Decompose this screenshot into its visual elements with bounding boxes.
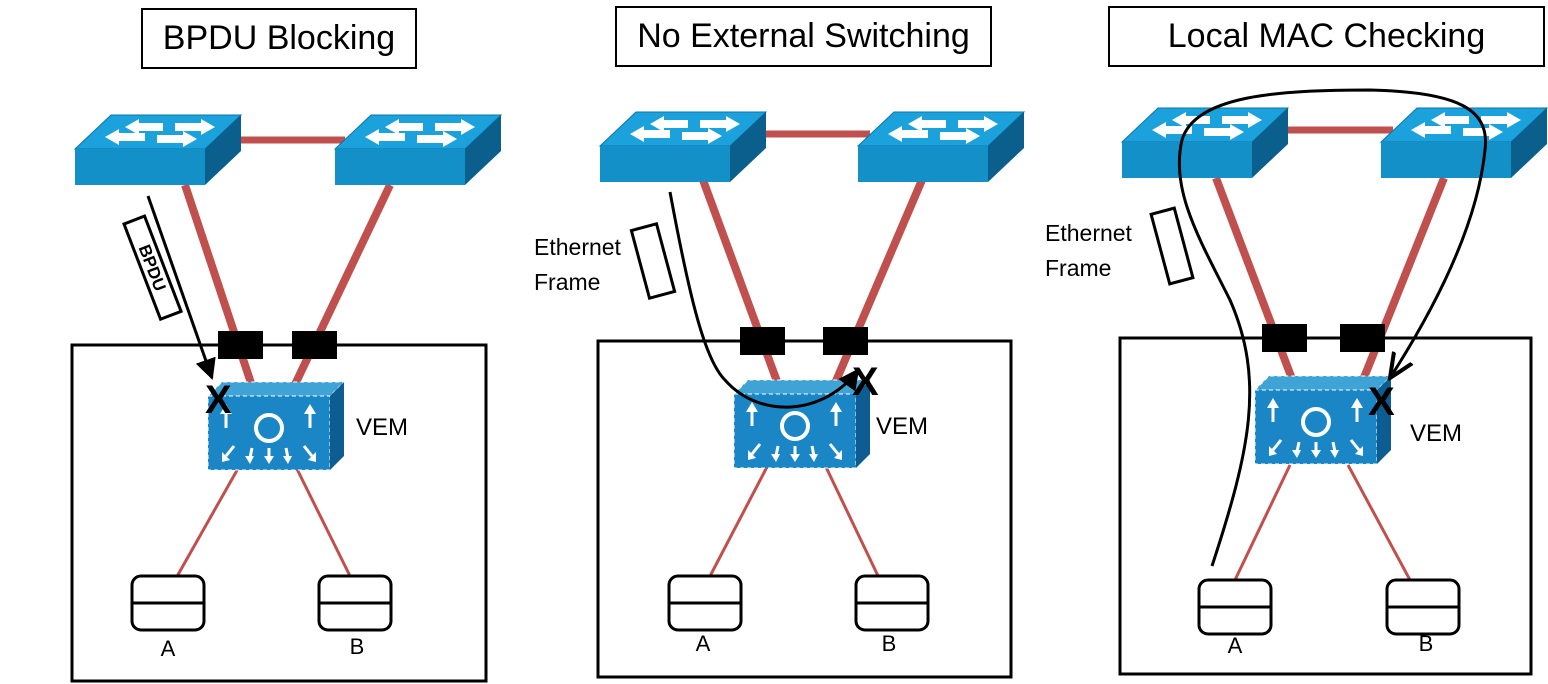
host-b-icon	[854, 574, 930, 632]
block-x-mark: X	[205, 378, 232, 422]
frame-path-arrow	[668, 191, 860, 409]
physical-switch-right-icon	[857, 111, 1025, 183]
vem-label: VEM	[1410, 420, 1462, 447]
uplink-port	[740, 327, 785, 355]
host-b-label: B	[350, 634, 365, 659]
server-box	[70, 343, 488, 683]
host-b-icon	[317, 574, 393, 632]
physical-switch-left-icon	[74, 114, 242, 186]
vem-label: VEM	[876, 413, 928, 440]
bpdu-arrow	[146, 195, 216, 380]
physical-switch-left-icon	[1121, 107, 1289, 179]
uplink-port	[292, 331, 337, 359]
ethernet-frame-icon	[1149, 206, 1195, 286]
uplink-port	[1262, 324, 1307, 352]
uplink-port	[823, 327, 868, 355]
frame-label-line2: Frame	[534, 269, 600, 295]
physical-switch-right-icon	[1380, 107, 1548, 179]
block-x-mark: X	[852, 360, 879, 404]
host-a-icon	[667, 574, 743, 632]
uplink-a	[181, 183, 259, 397]
panel1-title: BPDU Blocking	[141, 8, 417, 69]
host-a-label: A	[1228, 633, 1243, 658]
server-box	[596, 339, 1013, 679]
ethernet-frame-icon	[629, 221, 677, 301]
host-b-label: B	[1419, 631, 1434, 656]
server-box	[1118, 336, 1533, 676]
host-b-icon	[1385, 578, 1461, 636]
physical-switch-right-icon	[334, 114, 502, 186]
frame-label-line1: Ethernet	[534, 234, 622, 260]
vem-label: VEM	[356, 414, 408, 441]
vem-icon	[732, 378, 872, 470]
uplink-b	[286, 183, 394, 397]
host-a-label: A	[161, 636, 176, 661]
panel2-title: No External Switching	[615, 6, 992, 67]
uplink-port	[218, 331, 263, 359]
panel1: VEM BPDU X A B	[70, 114, 502, 683]
panel2: VEM Ethernet Frame X A B	[534, 111, 1025, 679]
host-a-label: A	[696, 631, 711, 656]
uplink-port	[1340, 324, 1385, 352]
frame-label-line2: Frame	[1045, 255, 1111, 281]
host-b-label: B	[882, 631, 897, 656]
panel3: VEM Ethernet Frame X A B	[1045, 88, 1548, 676]
frame-label-line1: Ethernet	[1045, 220, 1133, 246]
block-x-mark: X	[1368, 380, 1395, 424]
frame-path-arrow	[1177, 88, 1488, 567]
host-a-icon	[130, 574, 206, 632]
host-a-icon	[1197, 578, 1273, 636]
physical-switch-left-icon	[599, 111, 767, 183]
panel3-title: Local MAC Checking	[1108, 6, 1545, 67]
